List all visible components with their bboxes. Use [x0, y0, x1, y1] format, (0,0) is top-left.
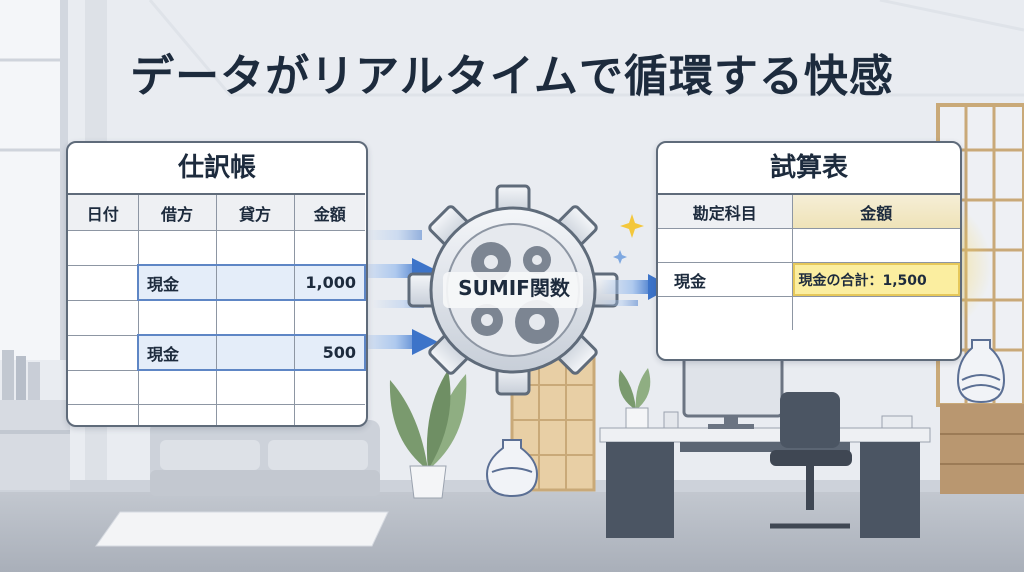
- amount-cell: [791, 228, 960, 263]
- debit-cell: [137, 369, 217, 405]
- table-row-highlighted: 現金 1,000: [68, 264, 366, 301]
- header-date: 日付: [68, 193, 139, 231]
- header-debit: 借方: [137, 193, 217, 231]
- header-credit: 貸方: [215, 193, 295, 231]
- amount-cell: [791, 296, 960, 330]
- debit-cell: 現金: [137, 264, 217, 301]
- amount-cell: 500: [293, 334, 366, 371]
- journal-header-row: 日付 借方 貸方 金額: [68, 193, 365, 231]
- table-row: [68, 369, 365, 405]
- blue-vase-right: [956, 339, 1006, 404]
- total-amount-cell: 現金の合計：1,500: [791, 262, 960, 297]
- amount-cell: 1,000: [293, 264, 366, 301]
- bookshelf: [0, 350, 70, 490]
- journal-title: 仕訳帳: [177, 153, 256, 183]
- input-arrows: [352, 230, 438, 355]
- header-amount: 金額: [293, 193, 365, 231]
- table-row: [68, 230, 365, 266]
- header-amount: 金額: [791, 193, 960, 229]
- account-cell: [658, 296, 793, 330]
- sofa: [150, 420, 380, 496]
- monitor: [682, 346, 784, 429]
- gear-icon: [407, 184, 619, 396]
- account-cell: [658, 228, 793, 263]
- trial-balance-card: 試算表 勘定科目 金額 現金 現金の合計：1,500: [656, 141, 962, 361]
- desk: [599, 427, 931, 538]
- trial-balance-title: 試算表: [769, 153, 848, 183]
- journal-table: 日付 借方 貸方 金額 現金 1,000: [68, 193, 366, 425]
- debit-cell: [137, 299, 217, 336]
- cabinet: [940, 404, 1024, 494]
- debit-cell: 現金: [137, 334, 217, 371]
- office-chair: [770, 392, 852, 529]
- table-row: [658, 296, 960, 330]
- amount-cell: [293, 230, 365, 266]
- page-title: データがリアルタイムで循環する快感: [130, 51, 894, 102]
- debit-cell: [137, 230, 217, 266]
- table-row-highlighted: 現金 500: [68, 334, 366, 371]
- table-row: [68, 404, 365, 425]
- table-row: [658, 228, 960, 263]
- desk-papers: [881, 415, 913, 429]
- amount-cell: [293, 404, 365, 425]
- desk-plant: [618, 368, 679, 429]
- debit-cell: [137, 404, 217, 425]
- blue-vase-floor: [485, 439, 539, 498]
- trial-balance-table: 勘定科目 金額 現金 現金の合計：1,500: [658, 193, 960, 330]
- sumif-function-label: SUMIF関数: [458, 276, 570, 300]
- table-row: [68, 299, 365, 336]
- table-row: 現金 現金の合計：1,500: [658, 262, 960, 297]
- header-account: 勘定科目: [658, 193, 793, 229]
- amount-cell: [293, 299, 365, 336]
- trial-header-row: 勘定科目 金額: [658, 193, 960, 229]
- amount-cell: [293, 369, 365, 405]
- account-cell: 現金: [658, 262, 793, 297]
- floor-plant: [389, 370, 467, 499]
- journal-card: 仕訳帳 日付 借方 貸方 金額 現金 1,000: [66, 141, 368, 427]
